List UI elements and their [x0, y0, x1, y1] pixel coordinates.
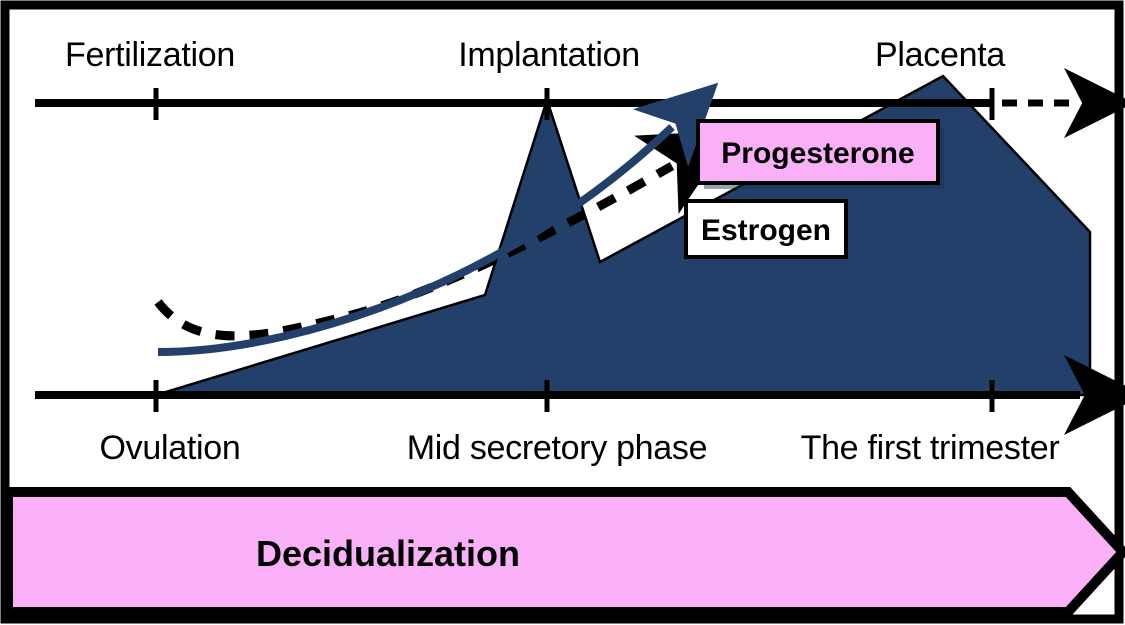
progesterone-box-label: Progesterone: [721, 137, 914, 170]
progesterone-box-body: [696, 119, 940, 185]
progesterone-legend-box[interactable]: Progesterone: [696, 119, 944, 189]
bottom-axis: [35, 355, 1125, 435]
top-label-implantation: Implantation: [458, 36, 640, 74]
estrogen-box-label: Estrogen: [701, 214, 831, 247]
bottom-label-first-trimester: The first trimester: [801, 429, 1060, 467]
estrogen-legend-box[interactable]: Estrogen: [684, 199, 852, 263]
decidualization-banner-label: Decidualization: [256, 533, 520, 574]
estrogen-box-body: [684, 199, 848, 259]
top-label-placenta: Placenta: [875, 36, 1005, 74]
top-axis: [35, 68, 1125, 138]
decidualization-banner[interactable]: Decidualization: [3, 487, 1125, 617]
top-label-fertilization: Fertilization: [65, 36, 235, 74]
bottom-label-ovulation: Ovulation: [100, 429, 241, 467]
decidualization-banner-shape: [3, 487, 1125, 617]
bottom-label-mid-secretory-phase: Mid secretory phase: [407, 429, 707, 467]
progesterone-curve: [157, 82, 719, 356]
endometrium-area: [155, 74, 1092, 397]
